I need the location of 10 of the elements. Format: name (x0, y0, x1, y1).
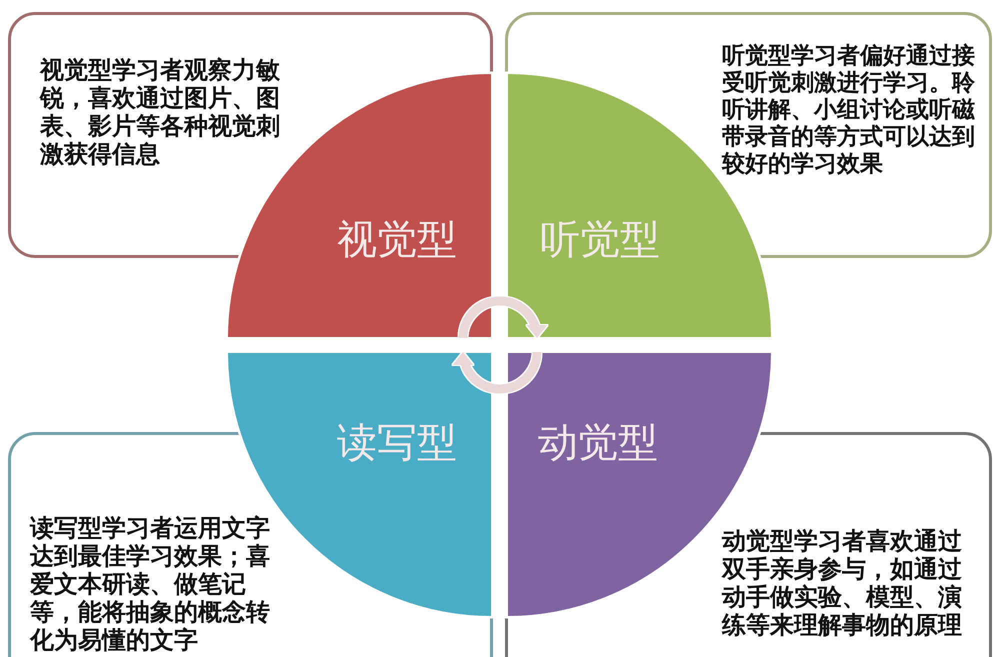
cycle-arrow (453, 352, 542, 394)
description-text: 听觉型学习者偏好通过接受听觉刺激进行学习。聆听讲解、小组讨论或听磁带录音的等方式可以达到较好的学习效果 (722, 42, 975, 177)
description-text: 视觉型学习者观察力敏锐，喜欢通过图片、图表、影片等各种视觉刺激获得信息 (40, 56, 281, 168)
description-text: 读写型学习者运用文字达到最佳学习效果；喜爱文本研读、做笔记等，能将抽象的概念转化为易懂的文字 (30, 514, 271, 654)
quadrant-label: 动觉型 (538, 421, 658, 465)
cycle-arrow (458, 296, 547, 338)
quadrant-label: 视觉型 (337, 218, 457, 262)
description-text: 动觉型学习者喜欢通过双手亲身参与，如通过动手做实验、模型、演练等来理解事物的原理 (722, 527, 963, 639)
quadrant-label: 听觉型 (540, 218, 660, 262)
quadrant-label: 读写型 (337, 421, 457, 465)
